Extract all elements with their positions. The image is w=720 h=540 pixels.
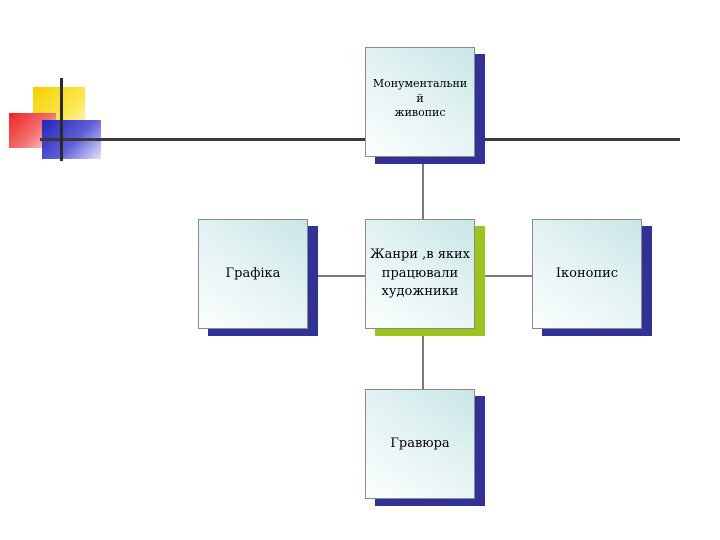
node-label: Графіка <box>198 219 308 329</box>
node-label: Гравюра <box>365 389 475 499</box>
node-icon-painting: Іконопис <box>532 219 652 336</box>
decor-vertical-line <box>60 78 63 161</box>
node-monumental-painting: Монументальни й живопис <box>365 47 485 164</box>
node-label: Жанри ,в яких працювали художники <box>365 219 475 329</box>
decor-horizontal-line <box>40 138 680 141</box>
connector-bottom <box>422 333 424 390</box>
connector-right <box>477 275 533 277</box>
node-genres-center: Жанри ,в яких працювали художники <box>365 219 485 336</box>
node-graphics: Графіка <box>198 219 318 336</box>
connector-top <box>422 163 424 223</box>
node-engraving: Гравюра <box>365 389 485 506</box>
node-label: Іконопис <box>532 219 642 329</box>
connector-left <box>310 275 365 277</box>
node-label: Монументальни й живопис <box>365 47 475 157</box>
